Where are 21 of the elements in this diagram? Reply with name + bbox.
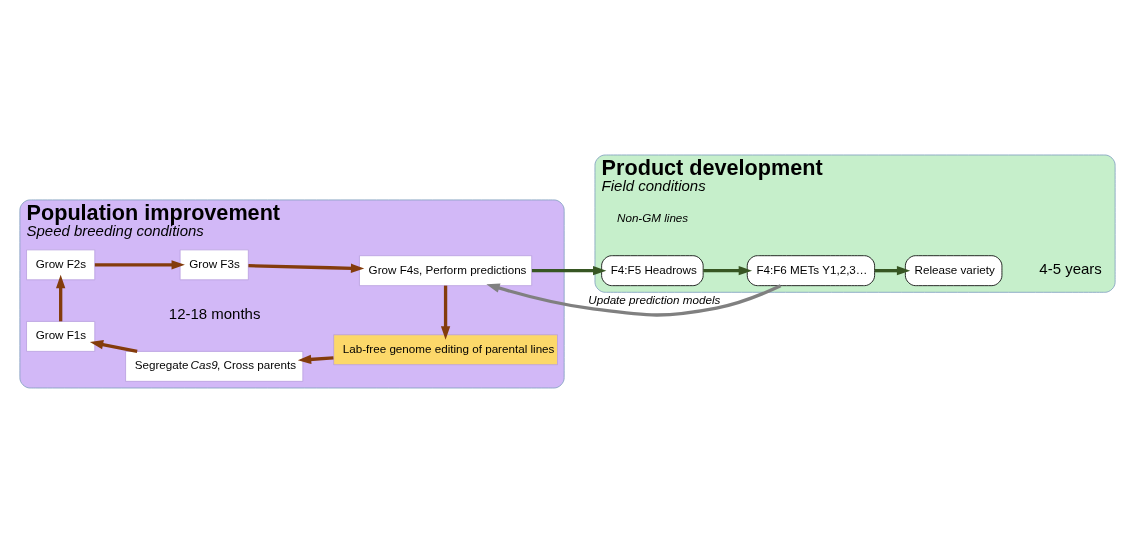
node-box: Grow F3s xyxy=(179,249,249,281)
arrow xyxy=(531,266,607,276)
arrow xyxy=(874,266,911,276)
arrow xyxy=(56,274,66,322)
node-box: F4:F5 Headrows xyxy=(601,255,704,287)
arrow xyxy=(440,285,451,340)
node-box: Release variety xyxy=(904,255,1003,287)
node-box: Grow F4s, Perform predictions xyxy=(359,255,533,287)
node-box: Grow F2s xyxy=(26,249,96,281)
node-label: Non-GM lines xyxy=(617,211,689,225)
node-box: Segregate Cas9, Cross parents xyxy=(125,350,304,382)
node-box: F4:F6 METs Y1,2,3… xyxy=(746,255,875,287)
arrow xyxy=(94,260,185,270)
arrow xyxy=(297,354,334,365)
node-box: Grow F1s xyxy=(26,321,96,352)
arrow xyxy=(703,266,753,276)
edge-label: Update prediction models xyxy=(588,293,721,307)
arrow xyxy=(486,283,782,317)
arrow xyxy=(89,340,138,353)
node-box: Lab-free genome editing of parental lines xyxy=(333,334,558,366)
arrow xyxy=(248,263,365,273)
